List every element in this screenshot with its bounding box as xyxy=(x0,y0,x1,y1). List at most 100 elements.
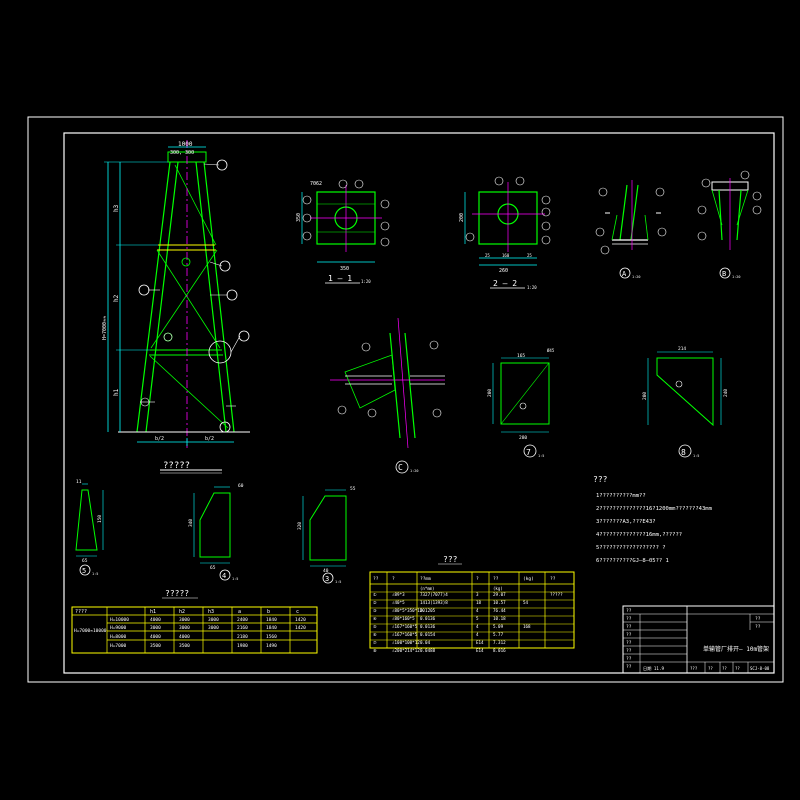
section-11-label: 7062 xyxy=(310,181,322,187)
dims-table-cell: 1840 xyxy=(266,617,277,623)
left-leg-inner xyxy=(145,161,179,433)
leader-1 xyxy=(203,163,220,166)
bom-header-cell: ?? xyxy=(373,576,379,582)
part-7-dim-top-text: 165 xyxy=(517,353,525,359)
bom-cell: 54 xyxy=(523,600,529,605)
callout-circle xyxy=(216,159,228,171)
bom-cell: ① xyxy=(373,592,377,597)
part-8-plate xyxy=(656,357,714,427)
bom-cell: ④ xyxy=(373,616,377,621)
tb-bottom-cell: ?? xyxy=(735,666,740,671)
bom-cell: 0.0136 xyxy=(420,624,436,629)
part-4-caption: 4 xyxy=(222,572,226,580)
part-7-dim-side-text: 200 xyxy=(487,389,493,397)
bom-cell: 1413(1393)8 xyxy=(420,600,448,605)
main-top-dim: 1000 xyxy=(178,141,193,148)
main-dim-h3: h3 xyxy=(113,204,120,212)
brace-1 xyxy=(174,164,217,246)
callout-circle xyxy=(541,207,551,217)
main-dim-b-left: b/2 xyxy=(155,436,164,442)
main-dim-total: H=7000≈≈ xyxy=(102,316,108,340)
bom-header-cell: ? xyxy=(476,576,479,582)
callout-circle xyxy=(219,260,231,272)
callout-circle xyxy=(701,178,711,188)
tb-bottom-cell: ?? xyxy=(708,666,713,671)
part-5-plate xyxy=(75,489,98,551)
bom-cell: ????? xyxy=(550,592,563,597)
bom-cell: 76.44 xyxy=(493,608,506,613)
dims-table-header-cell: a xyxy=(238,609,241,615)
bom-cell: 29.07 xyxy=(493,592,506,597)
callout-circle xyxy=(138,284,150,296)
dims-table-grid xyxy=(71,606,318,654)
detail-c-view xyxy=(330,317,445,474)
detail-circle-c xyxy=(208,340,232,364)
callout-circle xyxy=(752,191,762,201)
part-8-caption: 8 xyxy=(681,448,686,457)
bom-cell: 5.09 xyxy=(493,624,504,629)
part-7-diag xyxy=(500,362,550,425)
section-2-2-view xyxy=(464,176,551,289)
callout-circle xyxy=(219,421,231,433)
bom-cell: 4 xyxy=(476,608,479,613)
bom-header-cell: ? xyxy=(392,576,395,582)
part-7-caption: 7 xyxy=(526,448,531,457)
callout-circle xyxy=(367,408,377,418)
callout-circle xyxy=(465,232,475,242)
detail-b-caption-circle xyxy=(719,267,731,279)
callout-circle xyxy=(697,205,707,215)
tb-row-label: ?? xyxy=(626,608,632,614)
dims-table-cell: 3000 xyxy=(179,617,190,623)
dims-table-cell: 1840 xyxy=(266,625,277,631)
dims-table-title: ????? xyxy=(165,589,189,598)
detail-c-cl xyxy=(397,317,409,449)
leader-5 xyxy=(230,335,241,353)
part-8-edge xyxy=(656,374,714,426)
part-5-scale: 1:5 xyxy=(92,572,98,576)
dims-table-cell: H=10000 xyxy=(110,617,129,623)
bom-cell: 7327(7077)4 xyxy=(420,592,448,597)
part-4-plate xyxy=(199,492,231,558)
tb-row-label: ?? xyxy=(626,616,632,622)
part-5-dim-1: 11 xyxy=(76,479,82,485)
part-4-dim-1: 60 xyxy=(238,483,244,489)
dims-table-header-cell: h3 xyxy=(208,609,214,615)
part-3-dim-1: 55 xyxy=(350,486,356,492)
bom-cell: ∠167*160*5 xyxy=(392,632,418,637)
section-1-1-view xyxy=(301,179,390,284)
bom-cell: 8.016 xyxy=(493,648,506,653)
bom-cell: 168 xyxy=(523,624,531,629)
tb-row-label: ?? xyxy=(626,648,632,654)
bom-cell: ∠100*100*12 xyxy=(392,640,420,645)
bom-cell: 4 xyxy=(476,632,479,637)
bom-cell: 10.18 xyxy=(493,616,506,621)
callout-circle xyxy=(429,340,439,350)
part-7-dim-angle-text: Ø45 xyxy=(547,348,555,353)
bom-cell: ⑥ xyxy=(373,632,377,637)
bom-header-cell: ?? xyxy=(493,576,499,582)
part-8-hole xyxy=(675,380,683,388)
title-block-border xyxy=(622,605,775,674)
callout-circle xyxy=(380,199,390,209)
detail-a-view xyxy=(595,180,667,279)
main-elevation-view xyxy=(104,140,250,474)
dims-table-cell: H=9000 xyxy=(110,625,127,631)
section-22-dim-h: 200 xyxy=(459,213,465,222)
callout-circle xyxy=(541,195,551,205)
tb-row-label: ?? xyxy=(626,656,632,662)
part-3-scale: 1:5 xyxy=(335,580,341,584)
section-22-dim-b2: 160 xyxy=(502,253,510,258)
bom-cell: E14 xyxy=(476,640,484,645)
bom-table-grid xyxy=(369,571,575,649)
node-circle xyxy=(181,257,191,267)
bom-cell: ⑤ xyxy=(373,624,377,629)
dims-table-header-cell: h1 xyxy=(150,609,156,615)
section-11-dim-h: 350 xyxy=(296,213,302,222)
callout-circle xyxy=(655,187,665,197)
bom-subheader-cell: (n*mm) xyxy=(420,586,434,591)
callout-circle xyxy=(302,231,312,241)
section-11-dim-w: 350 xyxy=(340,266,349,272)
callout-circle xyxy=(697,231,707,241)
part-3-dim-3: 40 xyxy=(323,568,329,574)
dims-table-cell: 3000 xyxy=(208,625,219,631)
